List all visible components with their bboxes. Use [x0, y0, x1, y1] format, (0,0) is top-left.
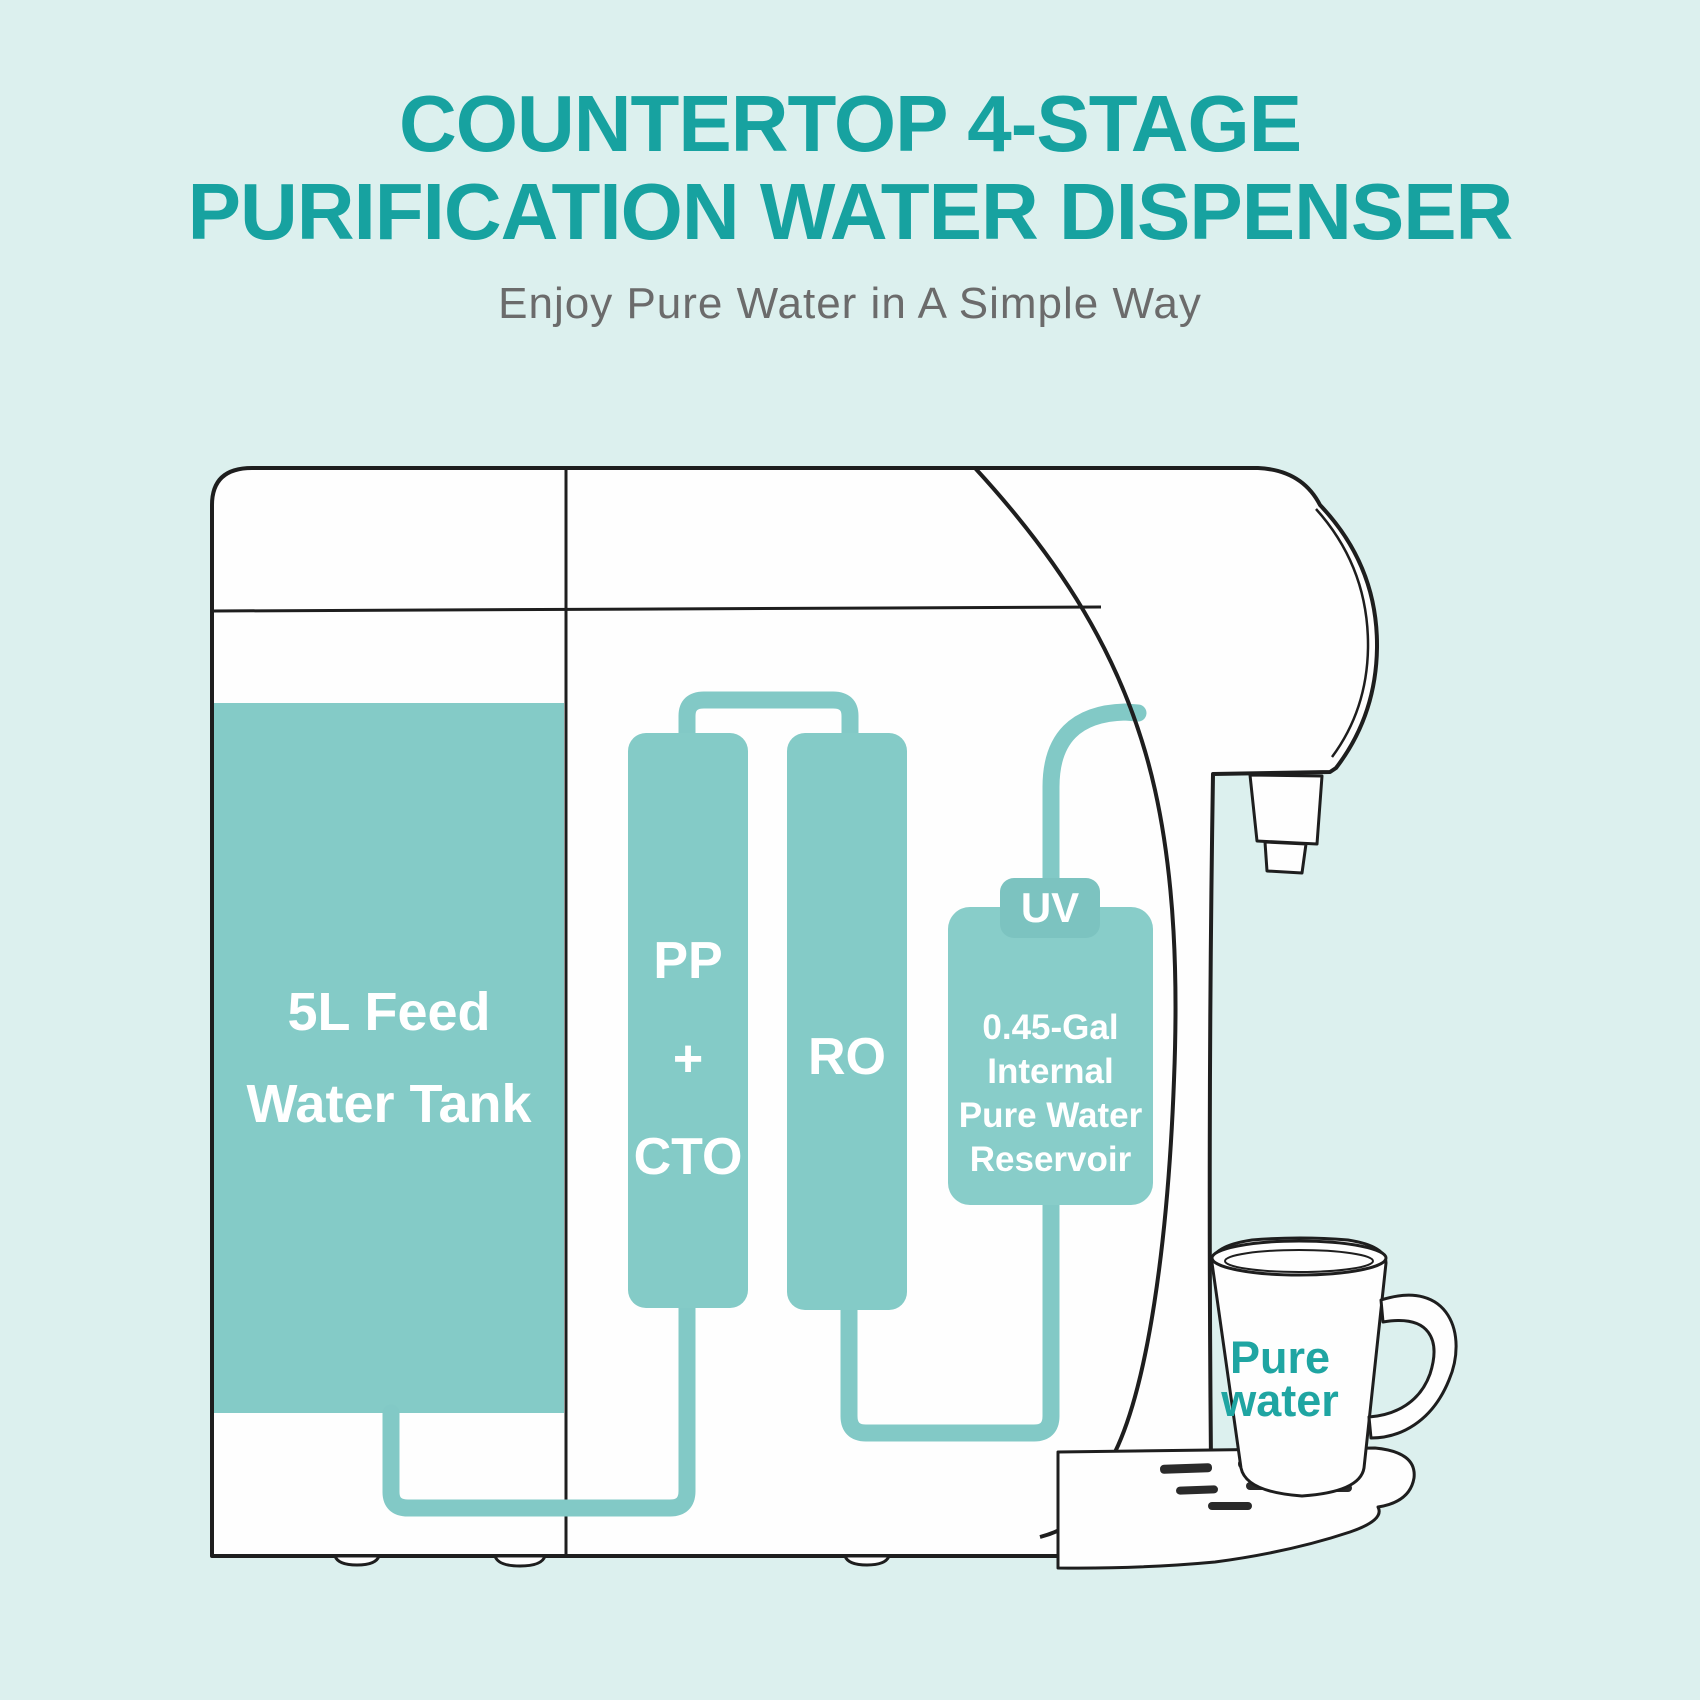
uv-label: UV [1020, 884, 1080, 931]
reservoir-label: 0.45-Gal Internal Pure Water Reservoir [948, 1006, 1153, 1182]
tube-ro-to-reservoir [840, 1200, 1060, 1442]
cup-label-line1: Pure [1229, 1332, 1331, 1383]
cup-rim [1210, 1239, 1388, 1277]
cup-rim-inner [1224, 1249, 1374, 1273]
pp-cto-label: PP + CTO [628, 912, 748, 1206]
cup-handle [1367, 1293, 1458, 1440]
head-inner-edge-line [1315, 508, 1370, 758]
cup-label-line2: water [1221, 1375, 1339, 1426]
feed-tank-label-line2: Water Tank [246, 1074, 532, 1134]
pp-label-line1: PP [653, 932, 723, 990]
tank-lid-line [212, 605, 1102, 613]
device-foot-right [842, 1554, 892, 1567]
pp-label-plus: + [672, 1030, 704, 1088]
reservoir-label-line1: 0.45-Gal [982, 1008, 1119, 1047]
feed-tank-label: 5L Feed Water Tank [214, 966, 564, 1150]
tube-pp-to-ro [678, 691, 859, 738]
cup-label: Pure water [1198, 1332, 1362, 1426]
ro-label: RO [808, 1028, 886, 1086]
reservoir-label-line4: Reservoir [969, 1140, 1132, 1179]
subtitle: Enjoy Pure Water in A Simple Way [498, 279, 1202, 328]
spout-tip [1263, 840, 1308, 875]
reservoir-label-line3: Pure Water [958, 1096, 1143, 1135]
feed-tank-label-line1: 5L Feed [287, 982, 491, 1042]
reservoir-box [948, 907, 1153, 1205]
spout-upper [1248, 773, 1324, 846]
uv-badge-shape [1000, 878, 1100, 938]
pp-cto-filter-bar [628, 733, 748, 1308]
tube-tank-to-pp [382, 1296, 696, 1517]
title-line1: COUNTERTOP 4-STAGE [398, 79, 1302, 168]
ro-filter-bar [787, 733, 907, 1310]
pp-label-line3: CTO [633, 1128, 743, 1186]
tube-reservoir-to-spout [1042, 703, 1147, 929]
device-foot-middle [492, 1554, 548, 1568]
reservoir-label-line2: Internal [987, 1052, 1114, 1091]
feed-tank-fill [214, 703, 564, 1413]
title-line2: PURIFICATION WATER DISPENSER [187, 167, 1514, 256]
device-foot-left [332, 1554, 382, 1567]
